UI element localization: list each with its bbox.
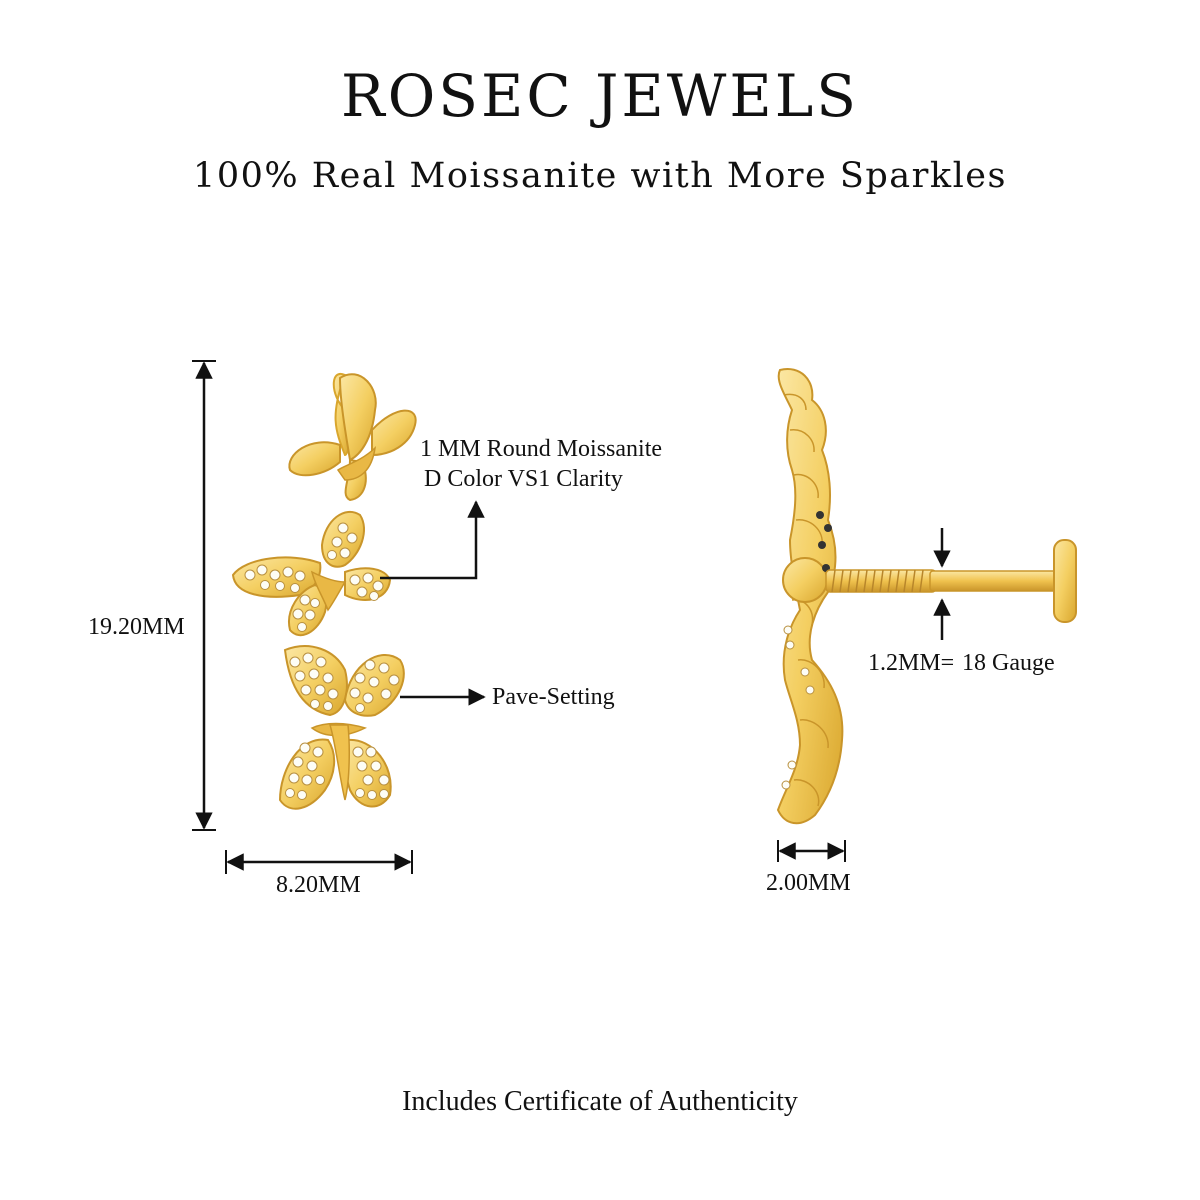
stone-label-line1: 1 MM Round Moissanite: [420, 436, 663, 462]
width-label: 8.20MM: [276, 872, 361, 898]
gauge-label-mm: 1.2MM=: [868, 650, 955, 676]
stone-callout-leader: [380, 500, 485, 580]
setting-label: Pave-Setting: [492, 684, 615, 710]
top-butterfly: [288, 372, 417, 502]
front-view-earring: [231, 372, 417, 810]
brand-title: ROSEC JEWELS: [341, 62, 859, 130]
gauge-label-gauge: 18 Gauge: [962, 650, 1055, 676]
certificate-note: Includes Certificate of Authenticity: [402, 1086, 798, 1117]
tagline: 100% Real Moissanite with More Sparkles: [193, 156, 1007, 196]
depth-label: 2.00MM: [766, 870, 851, 896]
bottom-butterfly: [278, 645, 405, 810]
side-view-earring: [776, 368, 1077, 825]
stone-label-line2: D Color VS1 Clarity: [424, 466, 623, 492]
middle-butterfly: [231, 510, 392, 637]
height-label: 19.20MM: [88, 614, 185, 640]
